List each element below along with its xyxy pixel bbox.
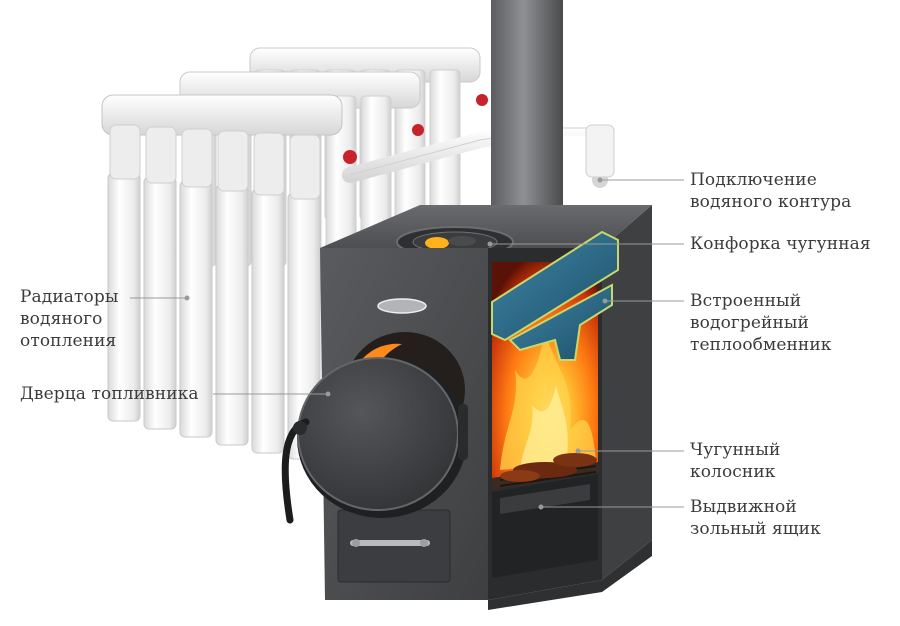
fuel-door: [281, 357, 468, 524]
ash-drawer-compartment: [492, 474, 598, 578]
label-ash-box: Выдвижной зольный ящик: [690, 497, 821, 539]
leader-dots: [184, 177, 608, 510]
label-water-circuit: Подключение водяного контура: [690, 170, 852, 212]
front-ash-drawer: [337, 509, 451, 583]
leader-lines: [130, 179, 684, 508]
label-radiators: Радиаторы водяного отопления: [20, 287, 119, 351]
label-cast-iron-hob: Конфорка чугунная: [690, 234, 871, 254]
label-fuel-door: Дверца топливника: [20, 384, 199, 404]
chimney-pipe: [491, 0, 563, 234]
built-in-heat-exchanger: [491, 230, 619, 361]
label-cast-iron-grate: Чугунный колосник: [690, 440, 781, 482]
label-heat-exchanger: Встроенный водогрейный теплообменник: [690, 291, 832, 355]
brand-plate: [377, 298, 427, 314]
stove-right-side: [602, 205, 652, 580]
cast-iron-grate: [492, 453, 600, 490]
